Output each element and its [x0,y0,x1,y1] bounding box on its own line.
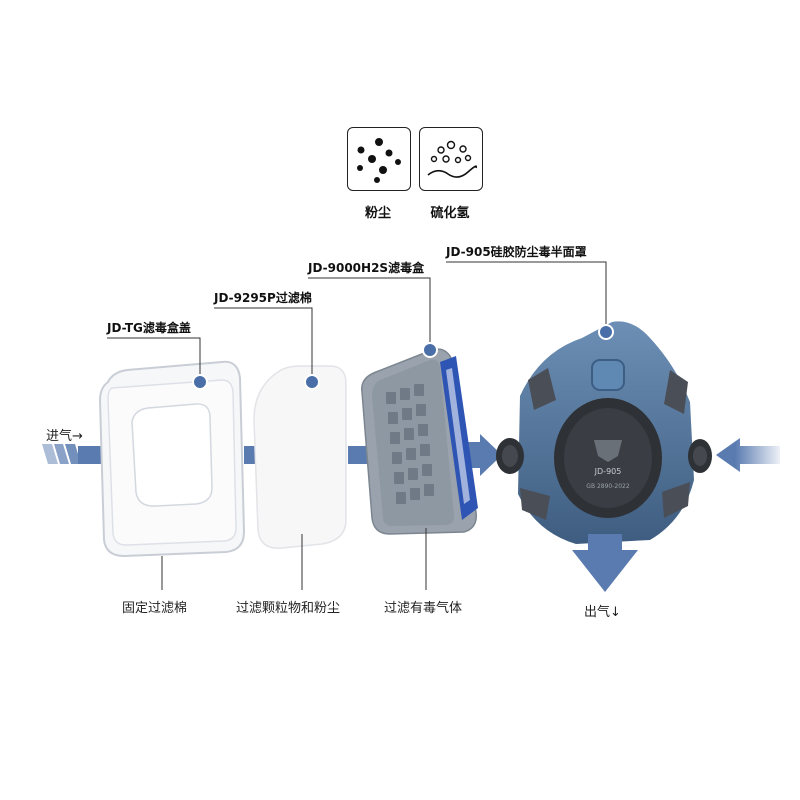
gas-cartridge-illustration [361,348,478,535]
dust-hazard-label: 粉尘 [364,206,391,221]
cartridge-function-label: 过滤有毒气体 [384,601,463,616]
filter-pad-illustration [253,365,347,549]
mask-standard-text: GB 2890-2022 [586,483,630,490]
cover-function-label: 固定过滤棉 [122,601,188,616]
mask-model-text: JD-905 [594,467,622,476]
dust-particles-icon [357,138,401,183]
inlet-stripes [42,444,81,464]
cover-callout-label: JD-TG滤毒盒盖 [107,321,191,335]
callout-lines [107,261,607,590]
gas-hazard-label: 硫化氢 [430,206,470,221]
cartridge-callout-label: JD-9000H2S滤毒盒 [308,261,425,275]
inlet-label: 进气→ [46,429,83,444]
callout-dots [192,324,614,390]
cover-callout-dot [192,374,208,390]
outlet-arrow [572,534,638,592]
half-mask-illustration: JD-905 GB 2890-2022 [496,321,712,544]
flow-arrow-right-side [716,438,780,472]
filter-callout-label: JD-9295P过滤棉 [214,291,312,305]
mask-callout-dot [598,324,614,340]
gas-bubbles-icon [427,140,478,178]
outlet-label: 出气↓ [584,605,621,620]
mask-callout-label: JD-905硅胶防尘毒半面罩 [446,245,587,259]
filter-cover-illustration [98,360,246,558]
dust-hazard-icon-box [347,127,411,191]
cartridge-callout-dot [422,342,438,358]
filter-function-label: 过滤颗粒物和粉尘 [236,601,341,616]
flow-arrow-into-mask [468,434,502,476]
gas-hazard-icon-box [419,127,483,191]
filter-callout-dot [304,374,320,390]
